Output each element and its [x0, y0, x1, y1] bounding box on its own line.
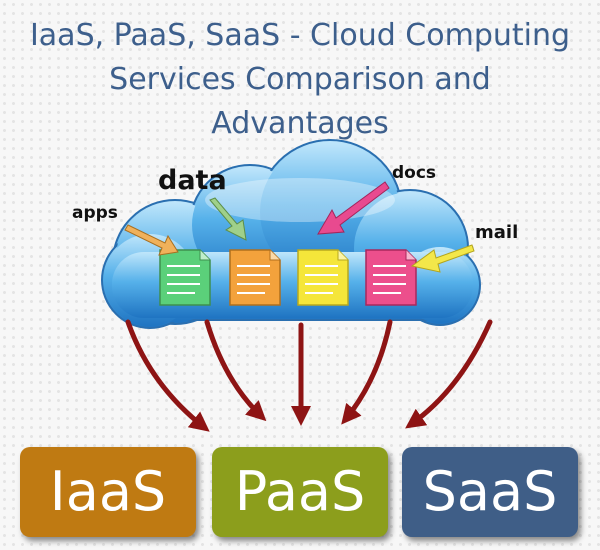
paas-box: PaaS [212, 447, 388, 537]
label-docs: docs [392, 163, 437, 183]
label-apps: apps [72, 203, 118, 223]
arrow-icon-mail [410, 244, 475, 273]
arrow-to-paas-2 [341, 319, 393, 425]
doc-icon-green [159, 249, 211, 306]
arrow-to-iaas [125, 319, 210, 432]
arrow-icon-data [209, 197, 247, 241]
label-data: data [158, 165, 227, 196]
service-arrows [125, 319, 493, 432]
arrow-to-iaas-2 [204, 319, 267, 422]
arrow-icon-apps [124, 224, 179, 256]
iaas-box: IaaS [20, 447, 196, 537]
arrow-icon-docs [317, 181, 390, 235]
page-title: IaaS, PaaS, SaaS - Cloud Computing Servi… [29, 18, 571, 141]
label-mail: mail [475, 222, 519, 243]
doc-icon-yellow [297, 249, 349, 306]
doc-icon-pink [365, 249, 417, 306]
saas-box: SaaS [402, 447, 578, 537]
doc-icon-orange [229, 249, 281, 306]
arrow-to-saas [405, 319, 493, 429]
